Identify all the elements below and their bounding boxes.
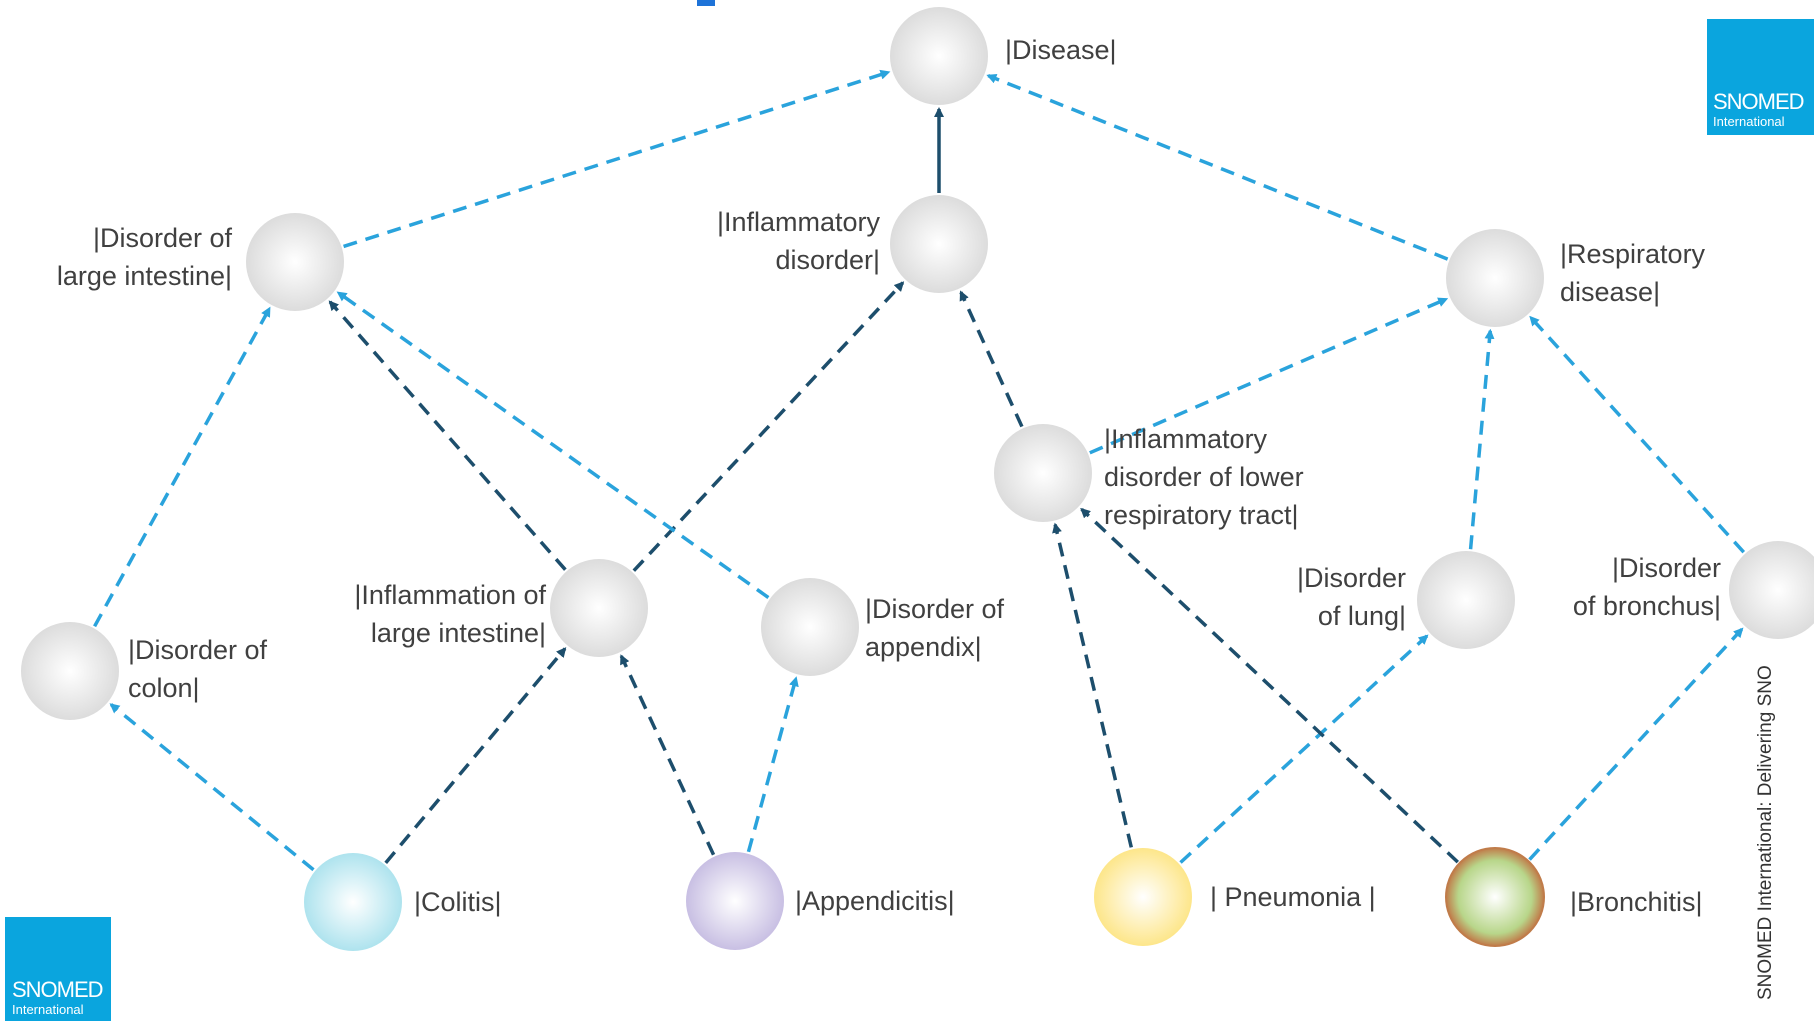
edge-colitis-to-inflammation-large-intestine	[384, 647, 567, 865]
snomed-logo-bottom: SNOMED International	[5, 917, 111, 1021]
snomed-logo-top: SNOMED International	[1707, 19, 1814, 135]
node-disorder-lung	[1417, 551, 1515, 649]
edge-pneumonia-to-disorder-lung	[1179, 634, 1429, 864]
side-footer-text: SNOMED International: Delivering SNO	[1755, 665, 1776, 1000]
edge-inflammatory-lower-resp-to-inflammatory-disorder	[959, 290, 1024, 428]
edge-respiratory-disease-to-disease	[986, 73, 1449, 261]
label-bronchitis: |Bronchitis|	[1570, 887, 1703, 917]
edge-bronchitis-to-disorder-bronchus	[1528, 627, 1744, 861]
edge-disorder-colon-to-disorder-large-intestine	[93, 306, 271, 628]
node-bronchitis	[1445, 847, 1545, 947]
label-pneumonia: | Pneumonia |	[1210, 882, 1376, 912]
node-disorder-large-intestine	[246, 213, 344, 311]
node-inflammation-large-intestine	[550, 559, 648, 657]
label-appendicitis: |Appendicitis|	[795, 886, 955, 916]
edge-appendicitis-to-inflammation-large-intestine	[619, 654, 716, 856]
label-colitis: |Colitis|	[414, 887, 502, 917]
label-disease: |Disease|	[1005, 35, 1117, 65]
node-disorder-bronchus	[1729, 541, 1814, 639]
edge-pneumonia-to-inflammatory-lower-resp	[1052, 522, 1133, 848]
edge-colitis-to-disorder-colon	[109, 703, 315, 872]
edge-inflammation-large-intestine-to-disorder-large-intestine	[328, 300, 567, 571]
node-disorder-appendix	[761, 578, 859, 676]
top-edge-mark	[697, 0, 715, 6]
edge-bronchitis-to-inflammatory-lower-resp	[1080, 507, 1460, 864]
node-appendicitis	[686, 852, 784, 950]
node-respiratory-disease	[1446, 229, 1544, 327]
edge-inflammation-large-intestine-to-inflammatory-disorder	[632, 281, 905, 572]
edge-disorder-large-intestine-to-disease	[343, 69, 891, 249]
node-colitis	[304, 853, 402, 951]
node-inflammatory-disorder	[890, 195, 988, 293]
edge-inflammatory-lower-resp-to-respiratory-disease	[1089, 297, 1449, 455]
edge-appendicitis-to-disorder-appendix	[746, 676, 799, 853]
edge-disorder-lung-to-respiratory-disease	[1468, 328, 1495, 550]
node-disorder-colon	[21, 622, 119, 720]
node-disease	[890, 7, 988, 105]
edge-disorder-bronchus-to-respiratory-disease	[1529, 315, 1746, 554]
node-inflammatory-lower-resp	[994, 424, 1092, 522]
node-pneumonia	[1094, 848, 1192, 946]
edge-disorder-appendix-to-disorder-large-intestine	[336, 291, 770, 599]
